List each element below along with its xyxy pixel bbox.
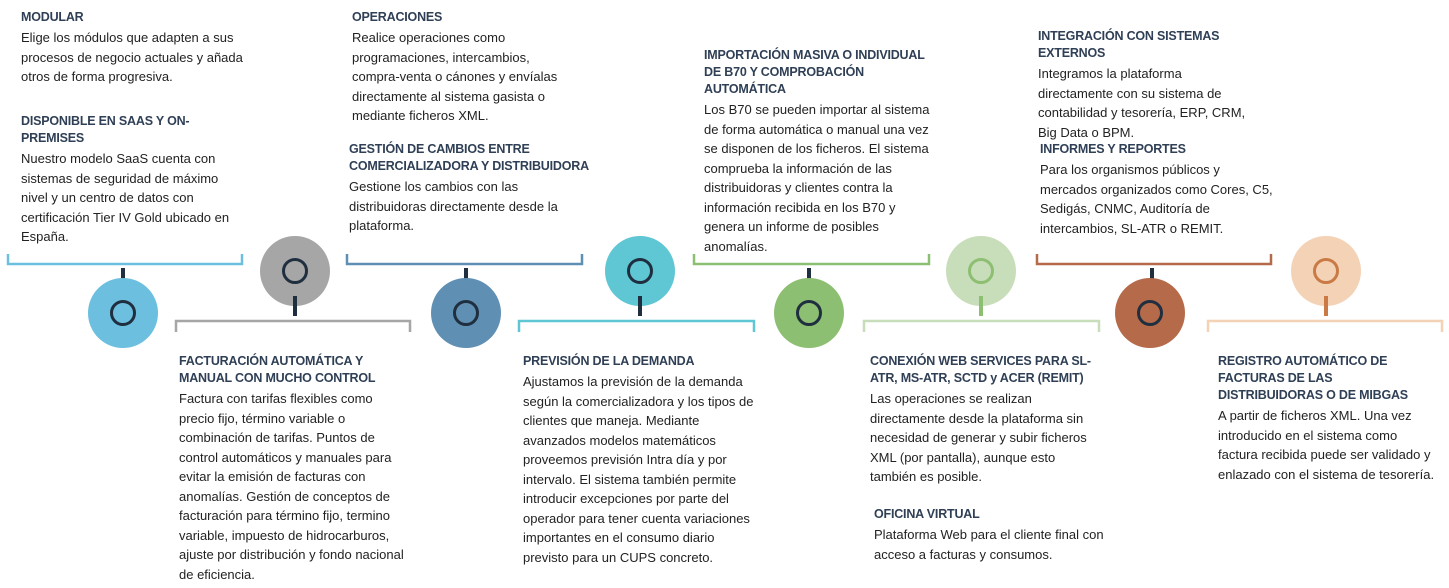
block-title: INFORMES Y REPORTES [1040, 142, 1186, 156]
ring-icon [1137, 300, 1163, 326]
step-circle-4 [605, 236, 675, 306]
step-circle-5 [774, 278, 844, 348]
block-informes: INFORMES Y REPORTES Para los organismos … [1040, 141, 1275, 238]
bracket-top-1 [6, 254, 244, 266]
ring-icon [627, 258, 653, 284]
block-text: Elige los módulos que adapten a sus proc… [21, 30, 243, 84]
block-text: Gestione los cambios con las distribuido… [349, 179, 558, 233]
block-text: Los B70 se pueden importar al sistema de… [704, 102, 930, 254]
ring-icon [110, 300, 136, 326]
block-text: Factura con tarifas flexibles como preci… [179, 391, 404, 582]
block-text: Nuestro modelo SaaS cuenta con sistemas … [21, 151, 230, 244]
step-circle-1 [88, 278, 158, 348]
block-title: OPERACIONES [352, 10, 443, 24]
block-operaciones: OPERACIONES Realice operaciones como pro… [352, 9, 577, 126]
block-modular: MODULAR Elige los módulos que adapten a … [21, 9, 246, 87]
block-saas: DISPONIBLE EN SAAS Y ON-PREMISES Nuestro… [21, 113, 246, 247]
block-title: FACTURACIÓN AUTOMÁTICA Y MANUAL CON MUCH… [179, 354, 376, 385]
ring-icon [968, 258, 994, 284]
ring-icon [1313, 258, 1339, 284]
ring-icon [282, 258, 308, 284]
ring-icon [453, 300, 479, 326]
block-registro-facturas: REGISTRO AUTOMÁTICO DE FACTURAS DE LAS D… [1218, 353, 1440, 484]
block-text: Las operaciones se realizan directamente… [870, 391, 1087, 484]
step-circle-6 [946, 236, 1016, 306]
block-text: Integramos la plataforma directamente co… [1038, 66, 1246, 140]
stem [638, 296, 642, 316]
block-text: Para los organismos públicos y mercados … [1040, 162, 1273, 236]
step-circle-2 [260, 236, 330, 306]
block-text: A partir de ficheros XML. Una vez introd… [1218, 408, 1435, 482]
stem [293, 296, 297, 316]
block-title: DISPONIBLE EN SAAS Y ON-PREMISES [21, 114, 190, 145]
bracket-bottom-1 [174, 319, 412, 332]
block-text: Plataforma Web para el cliente final con… [874, 527, 1104, 562]
block-facturacion: FACTURACIÓN AUTOMÁTICA Y MANUAL CON MUCH… [179, 353, 407, 584]
block-conexion-ws: CONEXIÓN WEB SERVICES PARA SL-ATR, MS-AT… [870, 353, 1100, 487]
block-importacion-b70: IMPORTACIÓN MASIVA O INDIVIDUAL DE B70 Y… [704, 47, 934, 256]
block-oficina-virtual: OFICINA VIRTUAL Plataforma Web para el c… [874, 506, 1109, 564]
stem [979, 296, 983, 316]
step-circle-7 [1115, 278, 1185, 348]
bracket-bottom-4 [1206, 319, 1444, 332]
block-title: INTEGRACIÓN CON SISTEMAS EXTERNOS [1038, 29, 1220, 60]
block-title: CONEXIÓN WEB SERVICES PARA SL-ATR, MS-AT… [870, 354, 1091, 385]
bracket-top-4 [1035, 254, 1273, 266]
block-title: GESTIÓN DE CAMBIOS ENTRE COMERCIALIZADOR… [349, 142, 589, 173]
block-title: IMPORTACIÓN MASIVA O INDIVIDUAL DE B70 Y… [704, 48, 925, 96]
block-title: REGISTRO AUTOMÁTICO DE FACTURAS DE LAS D… [1218, 354, 1408, 402]
bracket-top-3 [692, 254, 931, 266]
block-title: MODULAR [21, 10, 84, 24]
step-circle-8 [1291, 236, 1361, 306]
block-text: Ajustamos la previsión de la demanda seg… [523, 374, 754, 565]
block-integracion: INTEGRACIÓN CON SISTEMAS EXTERNOS Integr… [1038, 28, 1268, 142]
block-gestion-cambios: GESTIÓN DE CAMBIOS ENTRE COMERCIALIZADOR… [349, 141, 589, 236]
bracket-top-2 [345, 254, 584, 266]
block-text: Realice operaciones como programaciones,… [352, 30, 558, 123]
block-title: PREVISIÓN DE LA DEMANDA [523, 354, 695, 368]
block-title: OFICINA VIRTUAL [874, 507, 980, 521]
ring-icon [796, 300, 822, 326]
bracket-bottom-3 [862, 319, 1101, 332]
step-circle-3 [431, 278, 501, 348]
block-prevision: PREVISIÓN DE LA DEMANDA Ajustamos la pre… [523, 353, 759, 567]
bracket-bottom-2 [517, 319, 756, 332]
stem [1324, 296, 1328, 316]
